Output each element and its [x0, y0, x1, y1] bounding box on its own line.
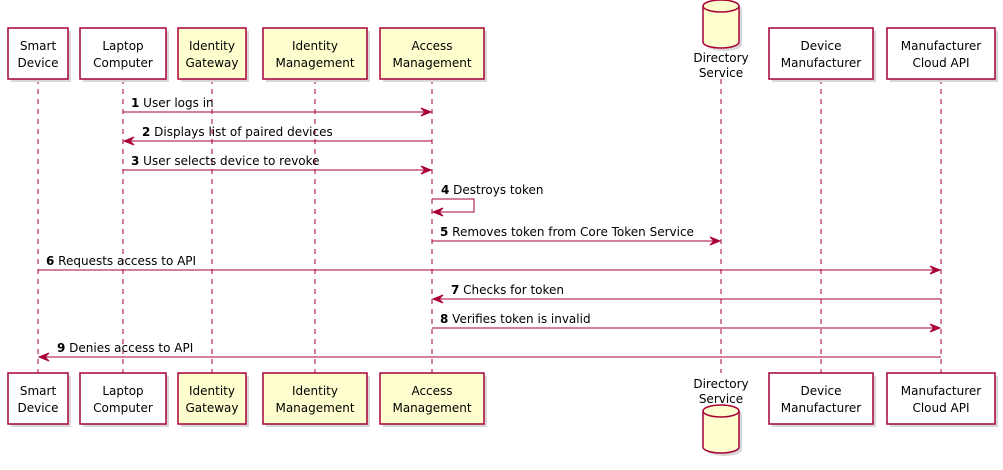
database-lip — [702, 410, 740, 418]
participant-box — [79, 372, 167, 425]
participant-box — [886, 372, 996, 425]
participant-box — [379, 27, 485, 80]
participant-label-line2: Manufacturer — [781, 401, 861, 415]
participant-label-line1: Identity — [292, 39, 338, 53]
message-line — [432, 198, 475, 213]
message-label: 4 Destroys token — [441, 183, 544, 197]
participant-label-line2: Gateway — [185, 401, 238, 415]
arrowhead — [431, 294, 444, 304]
database-lip — [702, 5, 740, 13]
participant-label-line2: Gateway — [185, 56, 238, 70]
participant-box — [79, 27, 167, 80]
participant-box — [768, 27, 874, 80]
arrowhead — [929, 265, 942, 275]
arrowhead — [709, 236, 722, 246]
participant-box — [177, 27, 247, 80]
participant-box — [768, 372, 874, 425]
participant-label-line1: Laptop — [102, 384, 143, 398]
participant-label-line2: Management — [275, 401, 354, 415]
message-2: 2 Displays list of paired devices — [122, 125, 432, 146]
message-1: 1 User logs in — [123, 96, 433, 117]
participant-box — [177, 372, 247, 425]
participant-label-line1: Laptop — [102, 39, 143, 53]
participant-label-line1: Smart — [20, 384, 57, 398]
participant-label-line2: Device — [17, 56, 58, 70]
participant-label-line2: Cloud API — [912, 401, 969, 415]
participant-box — [379, 372, 485, 425]
message-5: 5 Removes token from Core Token Service — [432, 225, 722, 246]
arrowhead — [431, 207, 444, 217]
participant-label-line2: Computer — [93, 56, 153, 70]
participant-label-line1: Identity — [292, 384, 338, 398]
database-icon — [702, 404, 740, 454]
message-label: 2 Displays list of paired devices — [142, 125, 333, 139]
participant-label-line1: Access — [411, 384, 452, 398]
message-7: 7 Checks for token — [431, 283, 941, 304]
participant-label-line1: Smart — [20, 39, 57, 53]
participant-label-line2: Computer — [93, 401, 153, 415]
message-6: 6 Requests access to API — [38, 254, 942, 275]
message-9: 9 Denies access to API — [37, 341, 941, 362]
arrowhead — [929, 323, 942, 333]
participant-label-line1: Manufacturer — [901, 384, 981, 398]
participant-label-line2: Manufacturer — [781, 56, 861, 70]
message-label: 8 Verifies token is invalid — [440, 312, 591, 326]
participant-box — [7, 27, 69, 80]
participant-label-line2: Management — [392, 401, 471, 415]
participant-box — [262, 27, 368, 80]
arrowhead — [420, 165, 433, 175]
arrowhead — [37, 352, 50, 362]
message-8: 8 Verifies token is invalid — [432, 312, 942, 333]
message-label: 7 Checks for token — [451, 283, 564, 297]
participant-label-line2: Service — [699, 66, 743, 80]
participant-label-line2: Management — [392, 56, 471, 70]
participant-box — [262, 372, 368, 425]
participant-label-line1: Manufacturer — [901, 39, 981, 53]
participant-label-line1: Access — [411, 39, 452, 53]
message-3: 3 User selects device to revoke — [123, 154, 433, 175]
message-label: 6 Requests access to API — [46, 254, 196, 268]
arrowhead — [122, 136, 135, 146]
participant-label-line2: Cloud API — [912, 56, 969, 70]
participant-label-line2: Service — [699, 392, 743, 406]
participant-label-line2: Device — [17, 401, 58, 415]
participant-label-line1: Identity — [189, 384, 235, 398]
participant-box — [886, 27, 996, 80]
participant-label-line1: Device — [800, 39, 841, 53]
message-4: 4 Destroys token — [431, 183, 544, 217]
participant-label-line2: Management — [275, 56, 354, 70]
message-label: 1 User logs in — [131, 96, 214, 110]
message-label: 9 Denies access to API — [57, 341, 193, 355]
message-label: 5 Removes token from Core Token Service — [440, 225, 694, 239]
arrowhead — [420, 107, 433, 117]
participant-label-line1: Device — [800, 384, 841, 398]
participant-box — [7, 372, 69, 425]
participant-label-line1: Directory — [693, 377, 748, 391]
database-icon — [702, 0, 740, 49]
participant-label-line1: Directory — [693, 51, 748, 65]
message-label: 3 User selects device to revoke — [131, 154, 320, 168]
participant-label-line1: Identity — [189, 39, 235, 53]
